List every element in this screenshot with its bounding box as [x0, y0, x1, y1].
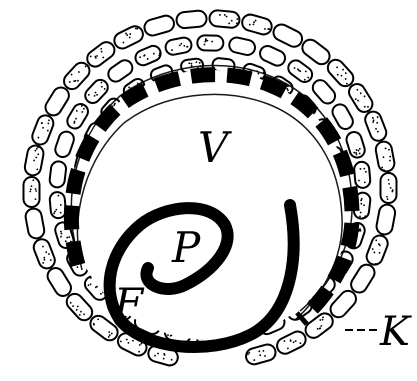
- cell: [30, 113, 56, 147]
- stipple-dot: [35, 198, 37, 200]
- cell: [274, 329, 308, 357]
- cell: [82, 77, 111, 106]
- cell: [374, 140, 395, 172]
- cell: [164, 36, 192, 56]
- stipple-dot: [31, 185, 33, 187]
- cell: [24, 207, 45, 239]
- cell: [346, 81, 375, 115]
- cell: [112, 24, 146, 52]
- cell: [105, 57, 135, 84]
- cell: [49, 161, 67, 189]
- cell: [24, 177, 40, 207]
- cell: [325, 57, 357, 90]
- cell: [271, 22, 305, 50]
- cell: [143, 14, 176, 38]
- stipple-dot: [30, 188, 32, 190]
- cell: [197, 35, 223, 50]
- cell: [63, 291, 95, 324]
- cell: [258, 44, 288, 69]
- cell: [228, 36, 257, 56]
- cell: [354, 161, 371, 188]
- label-f: F: [113, 279, 145, 328]
- cell: [381, 173, 397, 203]
- cell: [65, 101, 91, 131]
- stipple-dot: [388, 183, 390, 185]
- stipple-dot: [32, 179, 34, 181]
- label-p: P: [171, 223, 201, 272]
- cell: [348, 262, 377, 296]
- label-v: V: [198, 123, 232, 172]
- cell: [244, 343, 277, 367]
- cell: [363, 109, 389, 143]
- cell: [31, 237, 57, 271]
- stipple-dot: [35, 188, 37, 190]
- cell: [176, 10, 207, 29]
- cell: [53, 130, 76, 159]
- stipple-dot: [386, 196, 388, 198]
- cell: [240, 13, 273, 37]
- label-k: K: [379, 309, 412, 355]
- stipple-dot: [388, 179, 390, 181]
- cell: [299, 37, 333, 68]
- cell: [327, 288, 359, 321]
- cell: [42, 84, 71, 118]
- stipple-dot: [29, 191, 31, 193]
- cell: [310, 77, 338, 106]
- stipple-dot: [392, 189, 394, 191]
- stipple-dot: [390, 187, 392, 189]
- cell: [45, 265, 74, 299]
- cell: [209, 10, 240, 29]
- stipple-dot: [35, 190, 37, 192]
- cell: [61, 59, 93, 92]
- stipple-dot: [387, 198, 389, 200]
- cell: [302, 310, 336, 341]
- cell: [364, 233, 390, 267]
- cell: [84, 39, 118, 70]
- cell: [375, 203, 396, 235]
